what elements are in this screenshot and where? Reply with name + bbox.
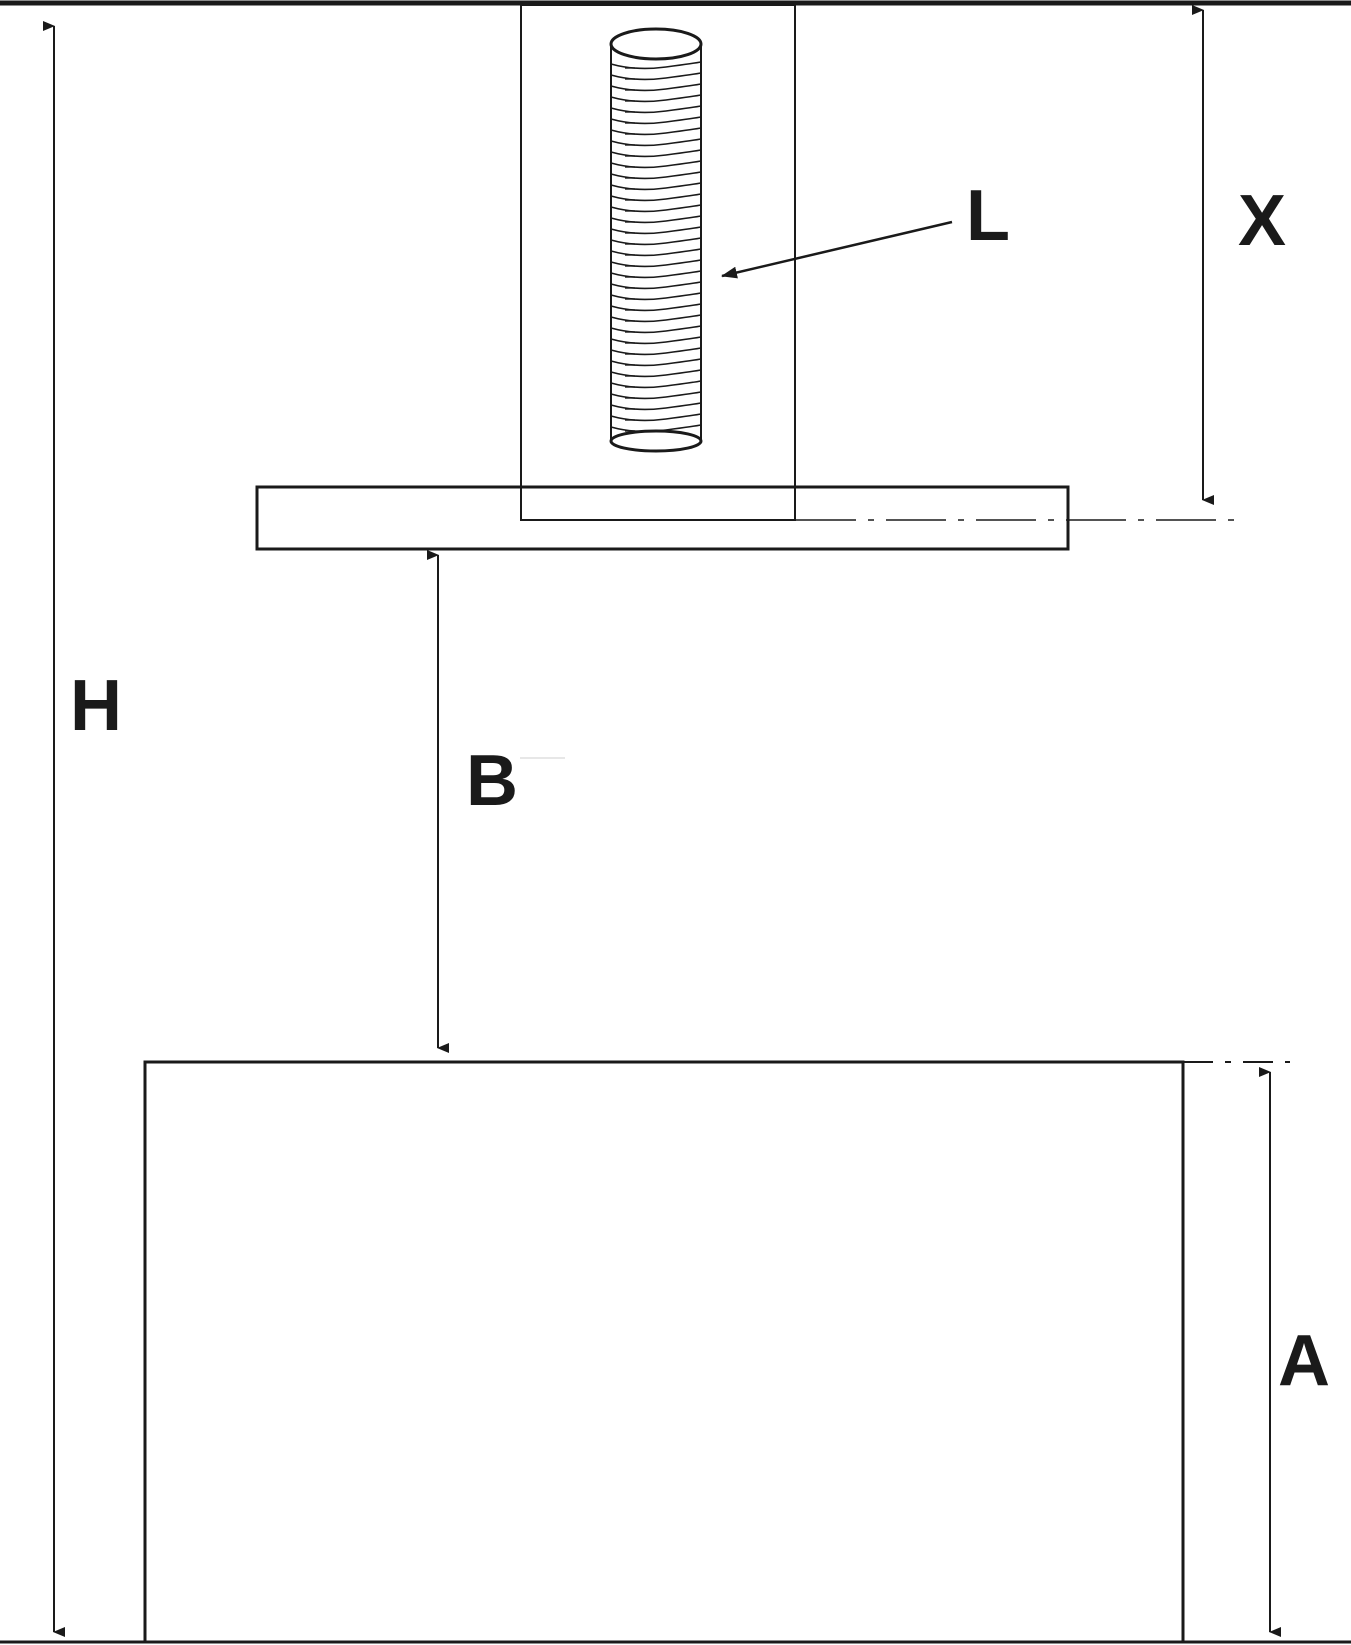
duct-ring [610, 149, 702, 158]
duct-ring [610, 369, 702, 378]
duct-ring [610, 347, 702, 356]
duct-ring [610, 314, 702, 323]
duct-ring [610, 391, 702, 400]
duct-ring [610, 182, 702, 191]
duct-ring [610, 380, 702, 389]
duct-ring [610, 127, 702, 136]
duct-ring [610, 413, 702, 422]
duct-ring [610, 226, 702, 235]
duct-ring [610, 215, 702, 224]
label-a: A [1278, 1321, 1330, 1401]
base-cabinet [143, 1060, 1185, 1644]
leader-line-l [721, 220, 953, 279]
duct-ring [610, 237, 702, 246]
duct-ring [610, 303, 702, 312]
duct-ring [610, 325, 702, 334]
duct-ring [610, 204, 702, 213]
duct-ring [610, 171, 702, 180]
label-b: B [466, 741, 518, 821]
duct-ring [610, 105, 702, 114]
duct-ring [610, 193, 702, 202]
duct-ring [610, 259, 702, 268]
duct-ring [610, 402, 702, 411]
duct-ring [610, 292, 702, 301]
duct-ring [610, 61, 702, 70]
hood-body [255, 485, 1070, 551]
chimney-cover [520, 4, 796, 521]
duct-ring [610, 270, 702, 279]
duct-ring [610, 424, 702, 433]
duct-ring [610, 358, 702, 367]
label-x: X [1238, 181, 1286, 261]
duct-ring [610, 116, 702, 125]
duct-ring [610, 94, 702, 103]
duct-ring [610, 336, 702, 345]
duct-ring [610, 72, 702, 81]
duct-ring [610, 83, 702, 92]
duct-ring [610, 281, 702, 290]
duct-ring [610, 138, 702, 147]
flexible-duct [609, 27, 703, 453]
duct-ring [610, 160, 702, 169]
label-h: H [70, 666, 122, 746]
label-l: L [966, 176, 1010, 256]
duct-ring [610, 248, 702, 257]
